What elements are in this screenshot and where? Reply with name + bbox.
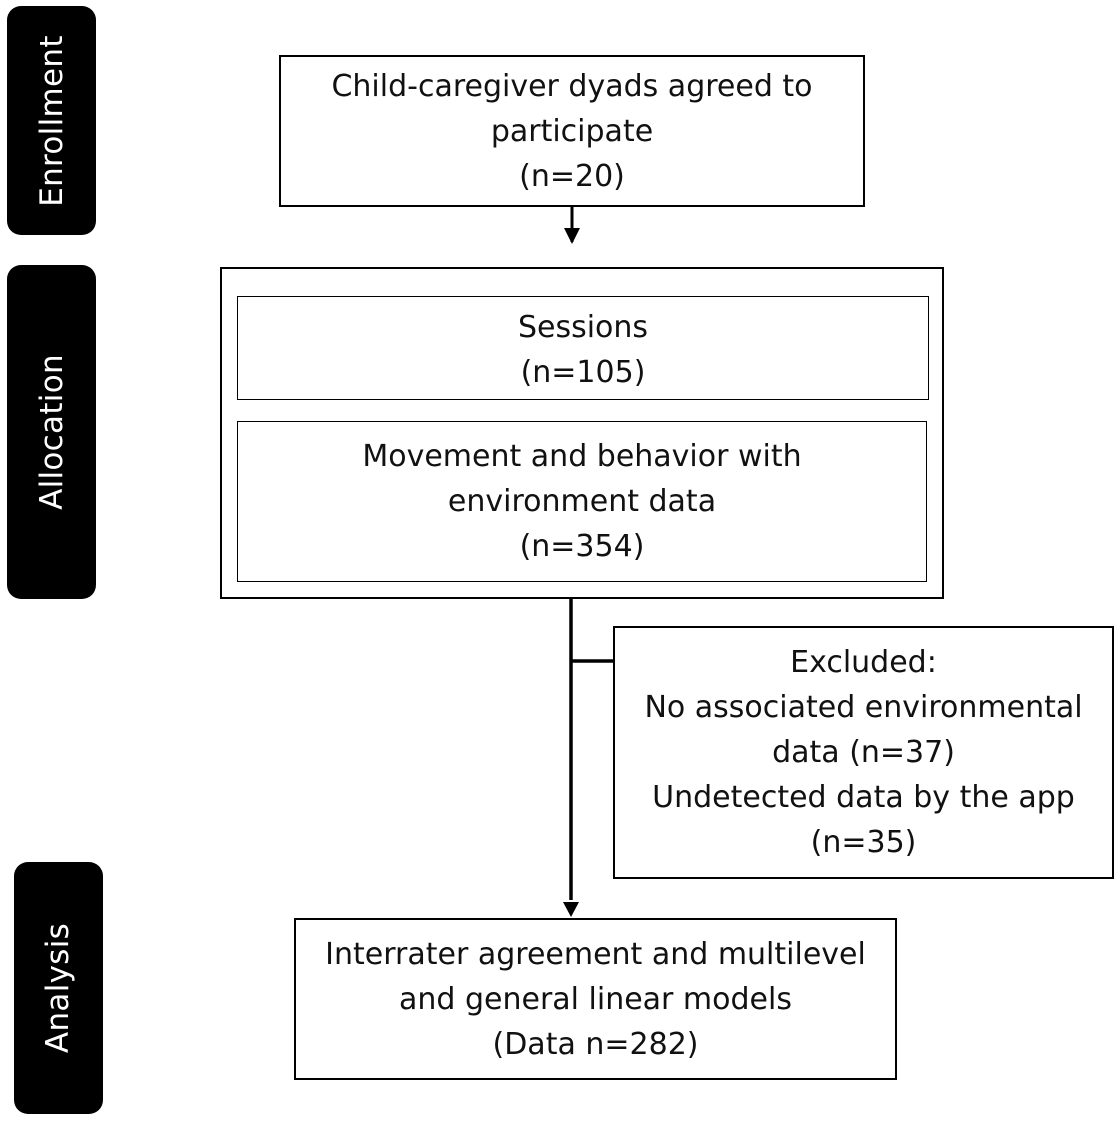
enrollment-text-2: participate [490, 113, 654, 149]
phase-analysis: Analysis [14, 862, 103, 1114]
excluded-text-3: data (n=37) [772, 735, 955, 770]
excluded-text-2: No associated environmental [644, 690, 1083, 725]
analysis-box: Interrater agreement and multilevel and … [294, 918, 897, 1080]
excluded-text-5: (n=35) [810, 825, 917, 860]
phase-enrollment: Enrollment [7, 6, 96, 235]
analysis-text-1: Interrater agreement and multilevel [325, 936, 866, 972]
arrowhead-allocation [564, 228, 580, 244]
analysis-text-2: and general linear models [399, 981, 792, 1017]
analysis-text-3: (Data n=282) [492, 1026, 699, 1062]
enrollment-text-3: (n=20) [519, 158, 625, 194]
movement-text-2: environment data [447, 484, 717, 519]
sessions-box: Sessions (n=105) [237, 296, 929, 400]
movement-text-3: (n=354) [519, 529, 645, 564]
excluded-box: Excluded: No associated environmental da… [613, 626, 1114, 879]
movement-box: Movement and behavior with environment d… [237, 421, 927, 582]
phase-allocation: Allocation [7, 265, 96, 599]
sessions-text-2: (n=105) [520, 355, 646, 390]
enrollment-box: Child-caregiver dyads agreed to particip… [279, 55, 865, 207]
arrowhead-analysis [563, 902, 579, 917]
enrollment-text-1: Child-caregiver dyads agreed to [331, 68, 813, 104]
sessions-text-1: Sessions [517, 310, 649, 345]
movement-text-1: Movement and behavior with [362, 439, 802, 474]
excluded-text-1: Excluded: [790, 645, 937, 680]
excluded-text-4: Undetected data by the app [652, 780, 1075, 815]
